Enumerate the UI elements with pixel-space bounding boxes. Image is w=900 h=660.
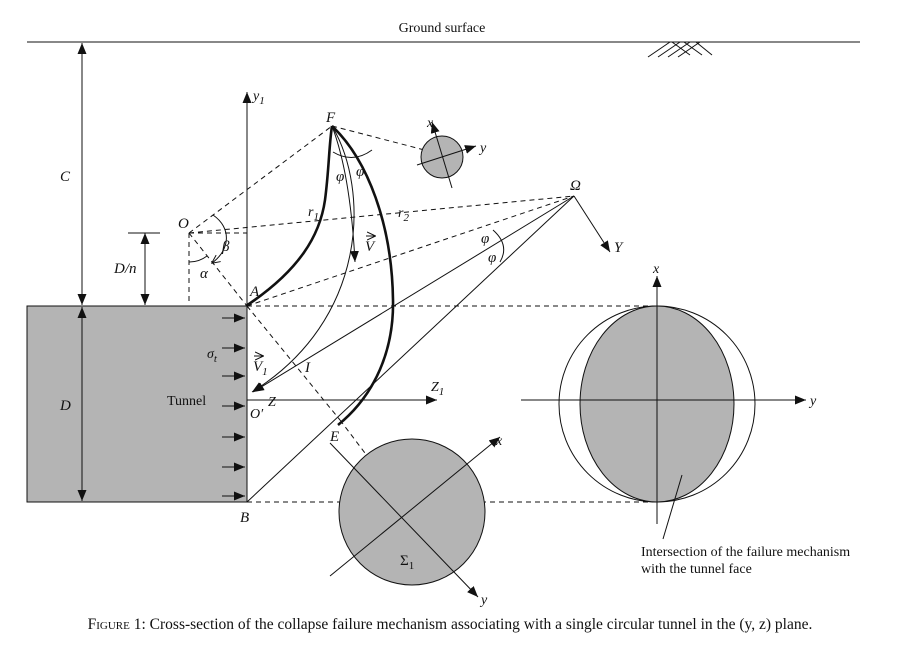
intersection-leader — [662, 474, 683, 540]
B-label: B — [240, 510, 249, 526]
sigma-t-label: σt — [207, 347, 218, 365]
alpha-label: α — [200, 266, 209, 282]
velocity-line-V — [331, 125, 359, 263]
D-over-n-label: D/n — [113, 261, 137, 277]
small-section: x y — [416, 116, 487, 189]
F-label: F — [325, 110, 336, 126]
A-to-E-diagonal — [246, 305, 341, 421]
ground-hatch-icon — [647, 41, 713, 58]
tunnel-body — [26, 305, 248, 503]
phi-label-1: φ — [336, 169, 344, 185]
O-to-A — [188, 232, 248, 307]
rotated-section-y-label: y — [479, 593, 488, 608]
intersection-label-line1: Intersection of the failure mechanism — [641, 545, 850, 560]
figure-caption: Figure 1: Cross-section of the collapse … — [0, 616, 900, 634]
tunnel-label: Tunnel — [167, 394, 206, 409]
face-y-label: y — [808, 394, 817, 409]
face-x-label: x — [652, 262, 660, 277]
Omega-to-B — [246, 195, 575, 503]
offset-dimension: D/n — [113, 232, 160, 305]
Sigma1-label: Σ1 — [400, 553, 414, 572]
rotated-section: x y Σ1 — [329, 434, 503, 608]
r2-label: r2 — [398, 206, 409, 224]
I-label: I — [304, 360, 311, 376]
O-prime-label: O′ — [250, 407, 264, 422]
phi-label-3: φ — [481, 231, 489, 247]
small-section-y-label: y — [478, 141, 487, 156]
support-pressure-arrows — [222, 313, 245, 501]
svg-text:V1: V1 — [253, 359, 268, 378]
velocity-line-V1 — [251, 125, 355, 393]
V1-label: V1 — [253, 356, 268, 378]
rotated-section-x-label: x — [495, 434, 503, 449]
ground-surface-label: Ground surface — [399, 21, 486, 36]
phi-label-2: φ — [356, 164, 364, 180]
tunnel-face-section: x y Intersection of the failure mechanis… — [521, 262, 850, 577]
Y-label: Y — [614, 240, 624, 256]
ground-surface: Ground surface — [27, 21, 860, 58]
beta-arc — [212, 214, 227, 263]
failure-curve-r1 — [245, 125, 334, 308]
diameter-dimension: D — [59, 307, 87, 501]
O-to-F — [188, 125, 333, 234]
beta-label: β — [221, 239, 230, 255]
Omega-to-Y — [573, 195, 611, 253]
C-label: C — [60, 169, 71, 185]
failure-curve-r2 — [331, 125, 395, 427]
E-label: E — [329, 429, 339, 445]
caption-text: Cross-section of the collapse failure me… — [145, 616, 813, 633]
Omega-to-V1 — [252, 195, 575, 393]
r1-label: r1 — [308, 205, 319, 223]
cover-depth-dimension: C — [60, 43, 87, 305]
A-label: A — [249, 284, 260, 300]
caption-label: Figure 1: — [87, 616, 146, 633]
phi-arc-Omega — [492, 229, 505, 263]
Omega-label: Ω — [570, 178, 581, 194]
intersection-label-line2: with the tunnel face — [641, 562, 752, 577]
phi-label-4: φ — [488, 250, 496, 266]
alpha-arc — [188, 255, 208, 263]
phi-arc-F — [332, 149, 373, 158]
small-section-x-label: x — [426, 116, 434, 131]
svg-text:V: V — [365, 239, 376, 255]
Z1-label: Z1 — [431, 380, 444, 398]
Z-label: Z — [268, 395, 276, 410]
y1-label: y1 — [251, 89, 265, 107]
D-label: D — [59, 398, 71, 414]
A-to-Omega — [246, 195, 575, 307]
O-label: O — [178, 216, 189, 232]
V-label: V — [365, 236, 376, 255]
